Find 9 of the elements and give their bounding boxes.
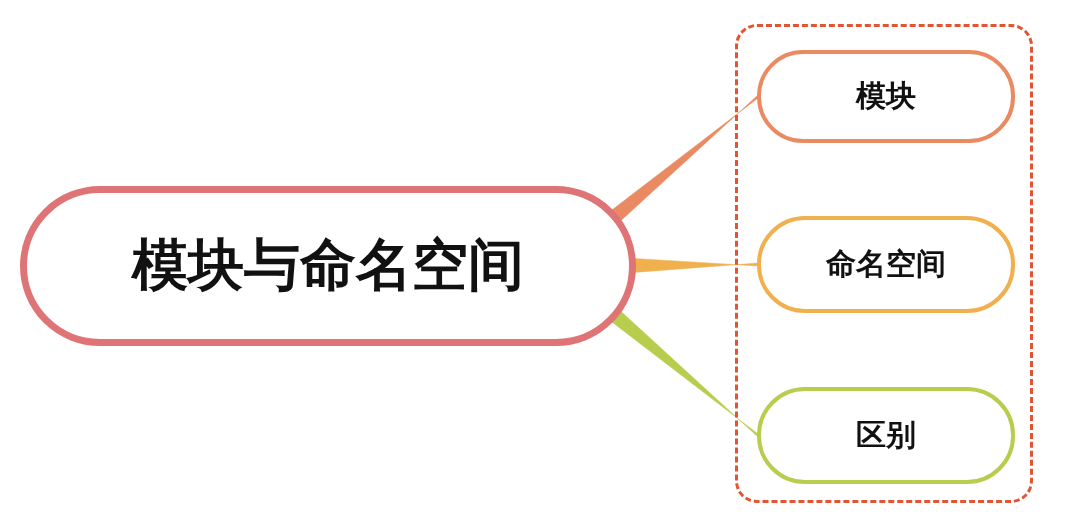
- branch-connector: [611, 310, 759, 438]
- topic-label: 命名空间: [826, 245, 946, 283]
- topic-label: 模块: [856, 77, 916, 115]
- topic-label: 模块与命名空间: [132, 231, 524, 299]
- branch-connector: [633, 258, 759, 273]
- group-frame: [735, 24, 1033, 503]
- branch-connector: [611, 94, 759, 222]
- topic-label: 区别: [856, 416, 916, 454]
- topic-box: [20, 186, 636, 346]
